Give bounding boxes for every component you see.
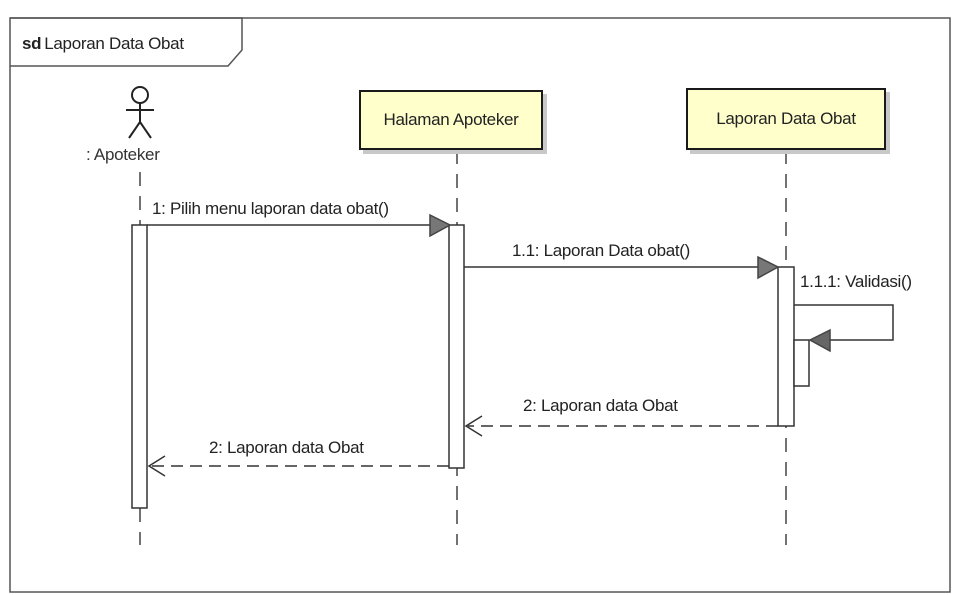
laporan-data-obat-activation — [777, 266, 795, 427]
frame-title-text: Laporan Data Obat — [44, 34, 184, 53]
message-1-arrowhead — [429, 213, 452, 238]
lifeline-laporan-data-obat: Laporan Data Obat — [686, 88, 886, 150]
message-2b-arrowhead — [147, 455, 166, 477]
message-2a-arrowhead — [464, 415, 483, 437]
lifeline-halaman-apoteker: Halaman Apoteker — [359, 90, 543, 150]
message-1-1-arrowhead — [757, 255, 780, 280]
message-1-label: 1: Pilih menu laporan data obat() — [152, 199, 389, 218]
lifeline-halaman-apoteker-label: Halaman Apoteker — [383, 110, 519, 129]
actor-icon — [126, 86, 154, 139]
actor-label: : Apoteker — [86, 145, 160, 164]
message-2b-label: 2: Laporan data Obat — [209, 438, 364, 457]
validasi-activation — [793, 339, 810, 387]
actor-activation — [131, 224, 148, 509]
diagram-frame — [9, 17, 951, 593]
frame-tag — [10, 17, 243, 67]
halaman-apoteker-activation — [448, 224, 465, 469]
message-2a-label: 2: Laporan data Obat — [523, 396, 678, 415]
frame-keyword: sd — [22, 34, 42, 53]
message-1-1-1-arrowhead — [808, 328, 831, 353]
lifeline-laporan-data-obat-label: Laporan Data Obat — [716, 109, 856, 128]
message-1-1-1-label: 1.1.1: Validasi() — [800, 272, 912, 291]
message-1-1-label: 1.1: Laporan Data obat() — [512, 241, 691, 260]
message-1-1-1-line — [794, 304, 894, 341]
